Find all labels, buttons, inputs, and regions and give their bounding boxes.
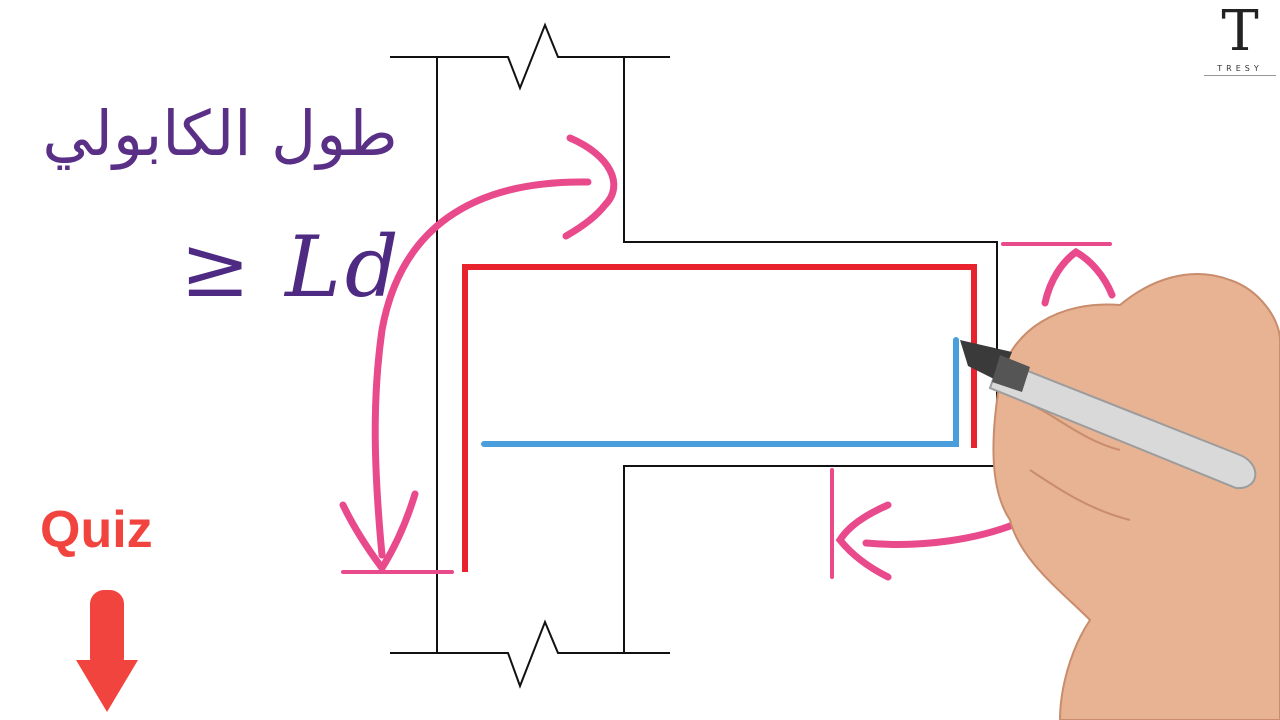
- structure-outline: [390, 22, 998, 689]
- cantilever-outline: [623, 57, 998, 653]
- development-length-arrow: [339, 134, 618, 575]
- quiz-arrow-shaft: [90, 590, 124, 672]
- hand-holding-marker-icon: [960, 273, 1280, 720]
- top-break-line: [390, 22, 670, 91]
- quiz-arrow-icon: [76, 590, 138, 712]
- marker-body: [988, 358, 1257, 490]
- tresy-logo-icon: T TRESY: [1200, 4, 1280, 92]
- secondary-reinforcement-bar: [481, 337, 959, 447]
- left-arrow-shaft: [862, 516, 1029, 548]
- top-arrowhead: [562, 134, 618, 240]
- logo-letter: T: [1221, 0, 1259, 64]
- bottom-arrowhead: [339, 490, 419, 575]
- quiz-arrow-head: [76, 660, 138, 712]
- anchorage-curve: [371, 178, 592, 559]
- hand-skin: [992, 273, 1280, 720]
- cantilever-length-title: طول الكابولي: [42, 97, 398, 170]
- development-length-formula: ≥ Ld: [180, 218, 403, 316]
- upper-arrowhead: [1041, 247, 1116, 307]
- marker-grip: [992, 355, 1030, 392]
- bottom-break-line: [390, 619, 670, 689]
- quiz-label[interactable]: Quiz: [40, 501, 153, 559]
- logo-subtitle: [1204, 75, 1276, 81]
- main-reinforcement-bar: [462, 264, 977, 572]
- left-arrowhead: [835, 501, 892, 581]
- cantilever-depth-arrows: [830, 242, 1116, 581]
- logo-text: TRESY: [1217, 64, 1263, 73]
